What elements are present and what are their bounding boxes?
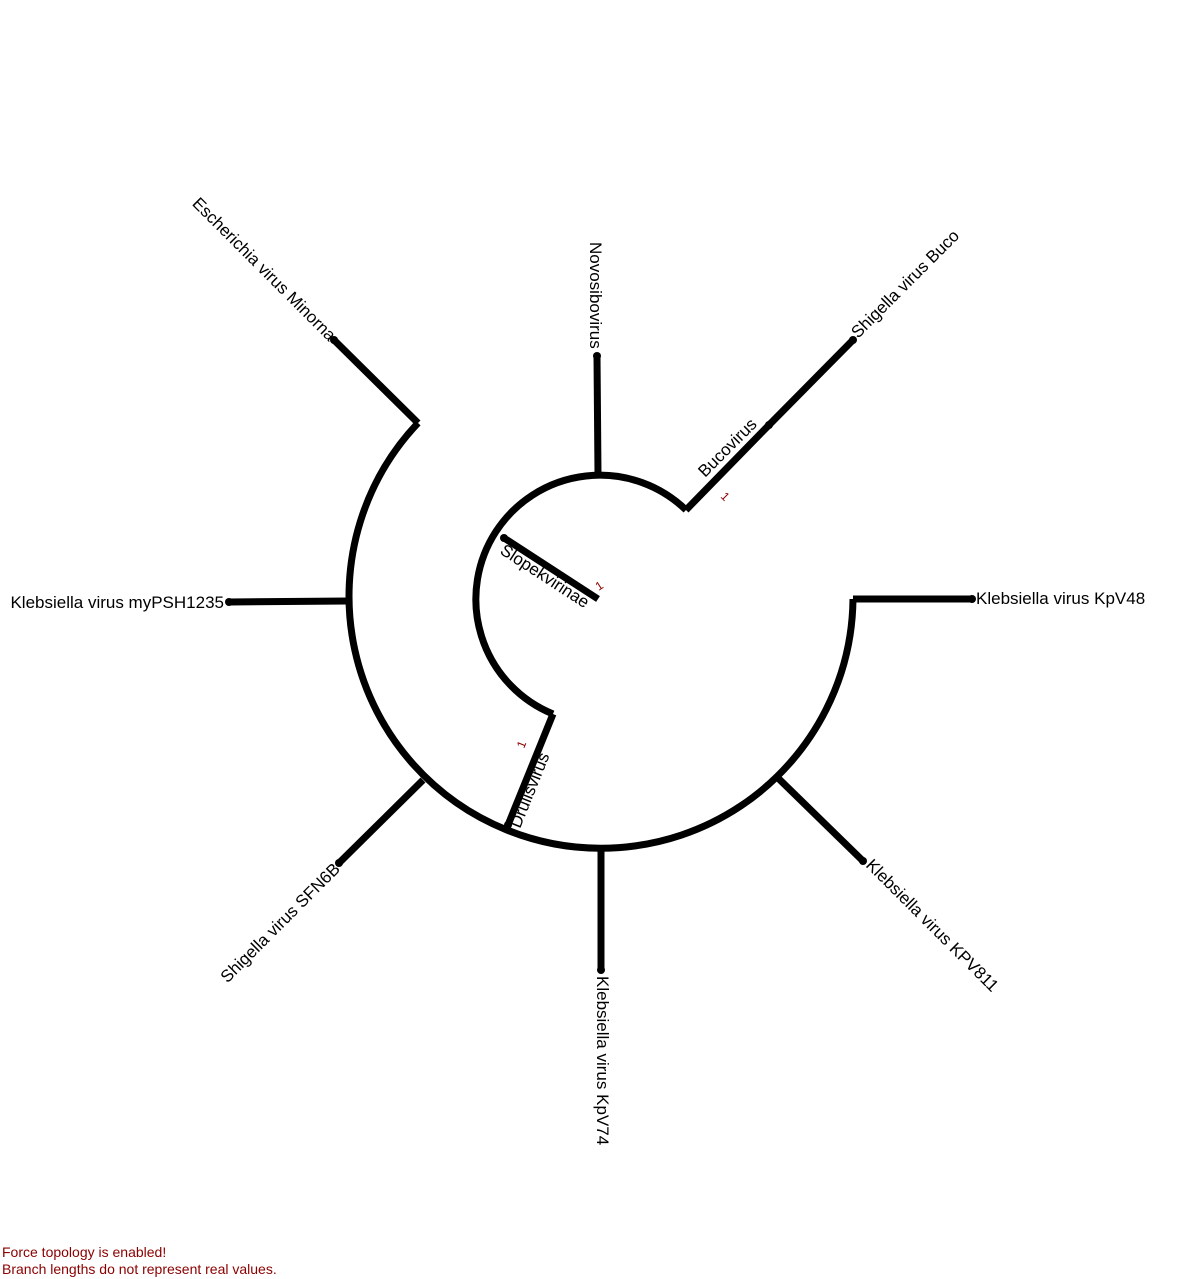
branch-bucovirus xyxy=(683,422,772,513)
node-sfn6b xyxy=(335,859,343,867)
support-bucovirus: 1 xyxy=(718,489,733,504)
branch-drulisvirus xyxy=(504,712,557,827)
arc-slopekvirinae xyxy=(472,471,689,718)
node-slopekvirinae xyxy=(500,534,508,542)
leaf-label-kpv74: Klebsiella virus KpV74 xyxy=(593,976,612,1145)
branch-kpv811 xyxy=(776,776,866,864)
leaf-label-shigella-buco: Shigella virus Buco xyxy=(847,226,963,342)
node-kpv74 xyxy=(597,966,605,974)
node-novosibovirus xyxy=(593,352,601,360)
leaf-label-minorna: Escherichia virus Minorna xyxy=(189,194,340,345)
footer-line-branch-lengths: Branch lengths do not represent real val… xyxy=(2,1261,277,1277)
node-kpv48 xyxy=(968,595,976,603)
node-minorna xyxy=(330,336,338,344)
leaf-label-novosibovirus: Novosibovirus xyxy=(586,242,605,349)
footer-notice: Force topology is enabled! Branch length… xyxy=(2,1244,277,1278)
leaf-label-sfn6b: Shigella virus SFN6B xyxy=(217,859,344,986)
support-drulisvirus: 1 xyxy=(514,738,530,750)
branch-sfn6b xyxy=(336,777,426,866)
branch-minorna xyxy=(331,337,421,426)
node-mypsh1235 xyxy=(225,598,233,606)
clade-label-drulisvirus: Drulisvirus xyxy=(506,750,553,831)
footer-line-topology: Force topology is enabled! xyxy=(2,1244,167,1260)
branch-shigella-buco xyxy=(766,337,856,428)
leaf-label-kpv811: Klebsiella virus KPV811 xyxy=(862,855,1002,995)
leaf-label-kpv48: Klebsiella virus KpV48 xyxy=(976,589,1145,608)
branch-novosibovirus xyxy=(593,355,602,476)
node-kpv811 xyxy=(859,857,867,865)
leaf-label-mypsh1235: Klebsiella virus myPSH1235 xyxy=(10,593,224,612)
clade-label-slopekvirinae: Slopekvirinae xyxy=(497,540,593,612)
support-slopekvirinae: 1 xyxy=(593,578,606,594)
arc-drulisvirus xyxy=(345,420,857,852)
node-shigella-buco xyxy=(849,336,857,344)
branch-mypsh1235 xyxy=(228,597,349,606)
branch-slopekvirinae xyxy=(502,535,600,602)
